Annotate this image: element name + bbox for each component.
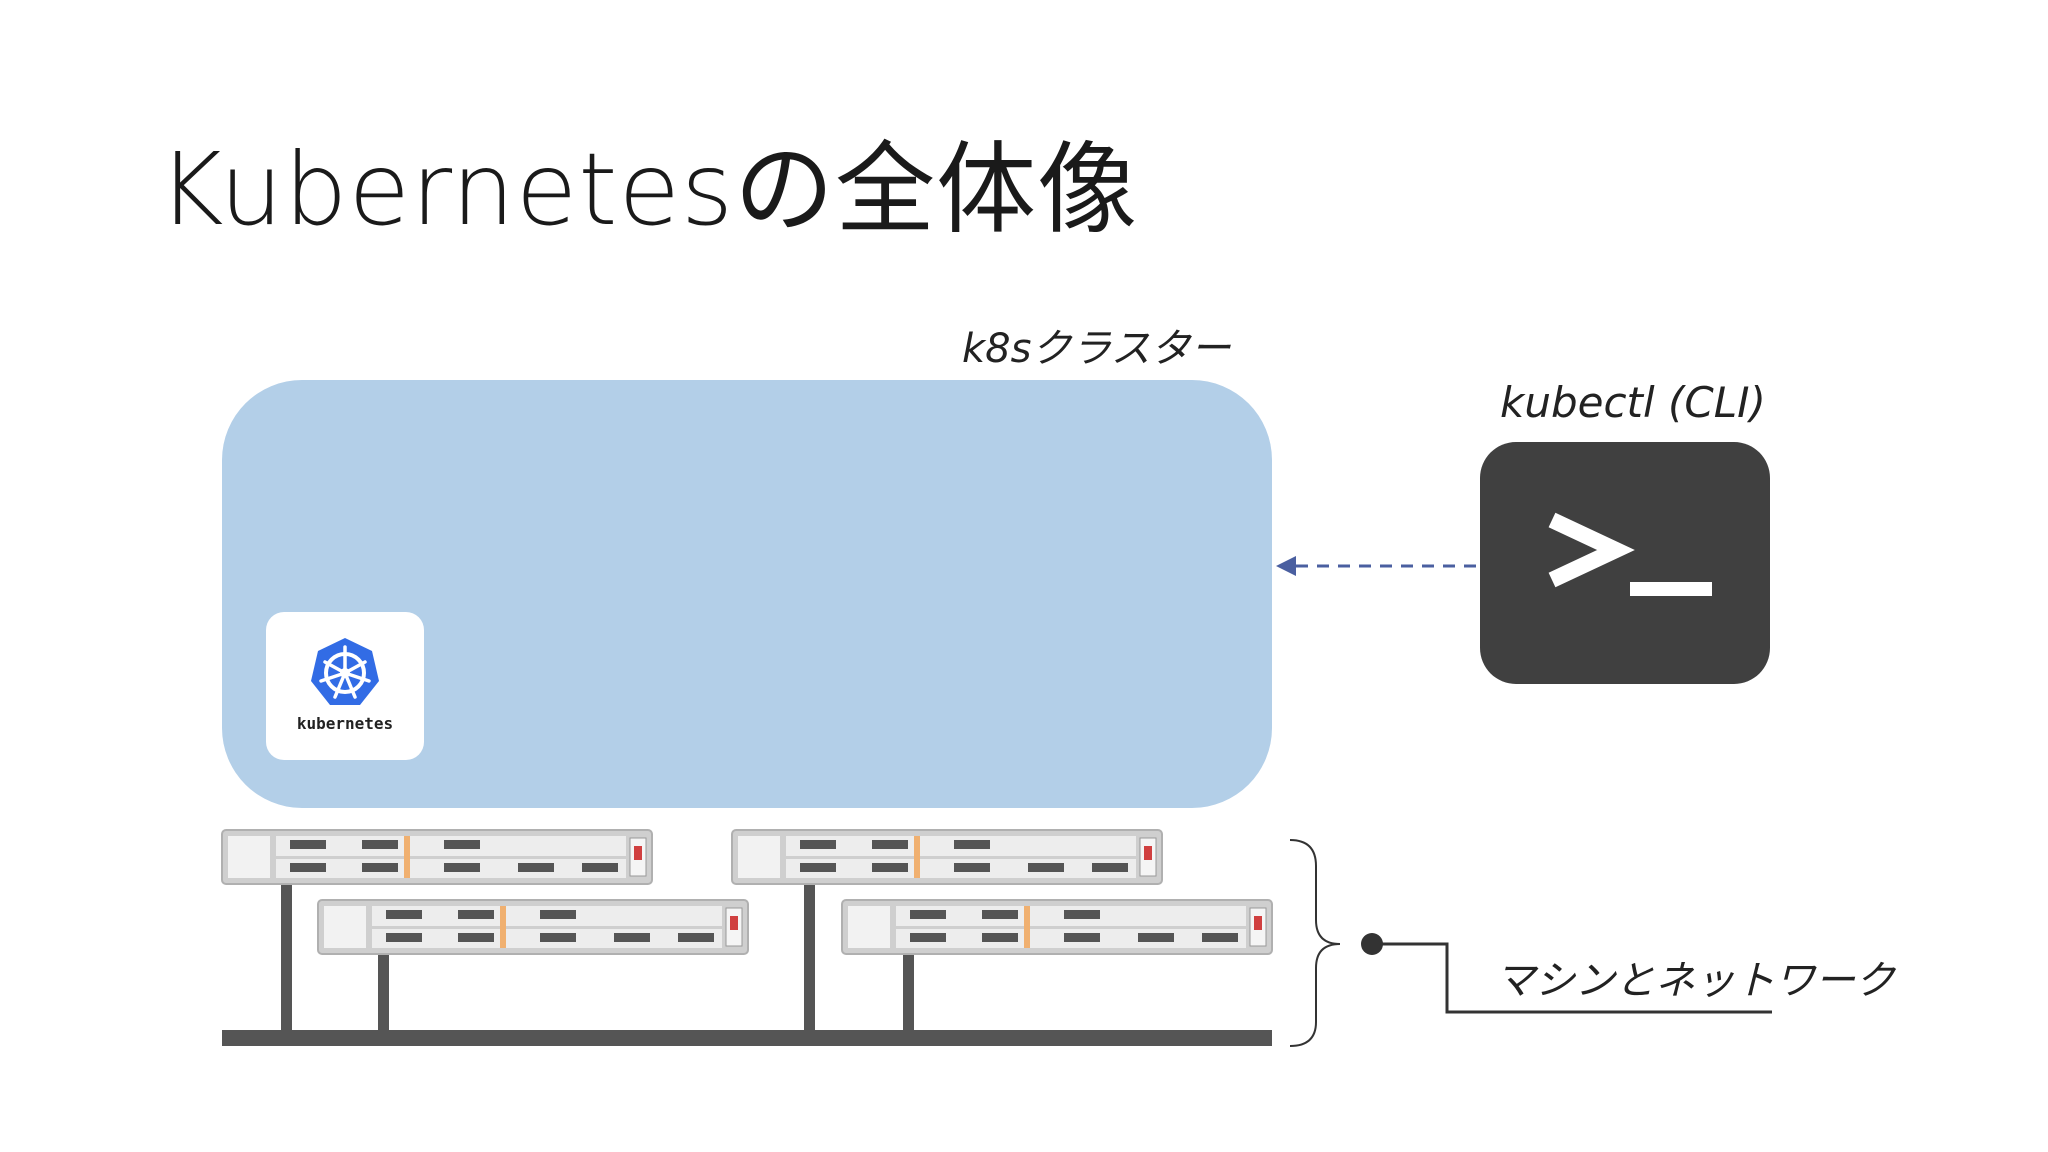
network-cables xyxy=(222,884,1272,1046)
kubernetes-logo-card: kubernetes xyxy=(266,612,424,760)
network-label: マシンとネットワーク xyxy=(1495,958,1895,1004)
kubernetes-wordmark: kubernetes xyxy=(296,714,394,733)
kubectl-label: kubectl (CLI) xyxy=(1500,378,1766,427)
machines-brace xyxy=(1289,839,1341,1047)
kubectl-to-cluster-arrow xyxy=(1276,556,1478,576)
network-bar xyxy=(222,1030,1272,1046)
server-rack-4 xyxy=(841,899,1273,955)
server-rack-2 xyxy=(317,899,749,955)
slide-title: Kubernetesの全体像 xyxy=(158,131,1139,248)
terminal-icon-box xyxy=(1480,442,1770,684)
server-rack-3 xyxy=(731,829,1163,885)
cluster-label: k8sクラスター xyxy=(962,326,1231,372)
server-rack-1 xyxy=(221,829,653,885)
terminal-prompt-icon xyxy=(1548,512,1712,596)
kubernetes-helm-icon xyxy=(311,638,379,705)
network-leader-line xyxy=(1361,933,1772,1014)
